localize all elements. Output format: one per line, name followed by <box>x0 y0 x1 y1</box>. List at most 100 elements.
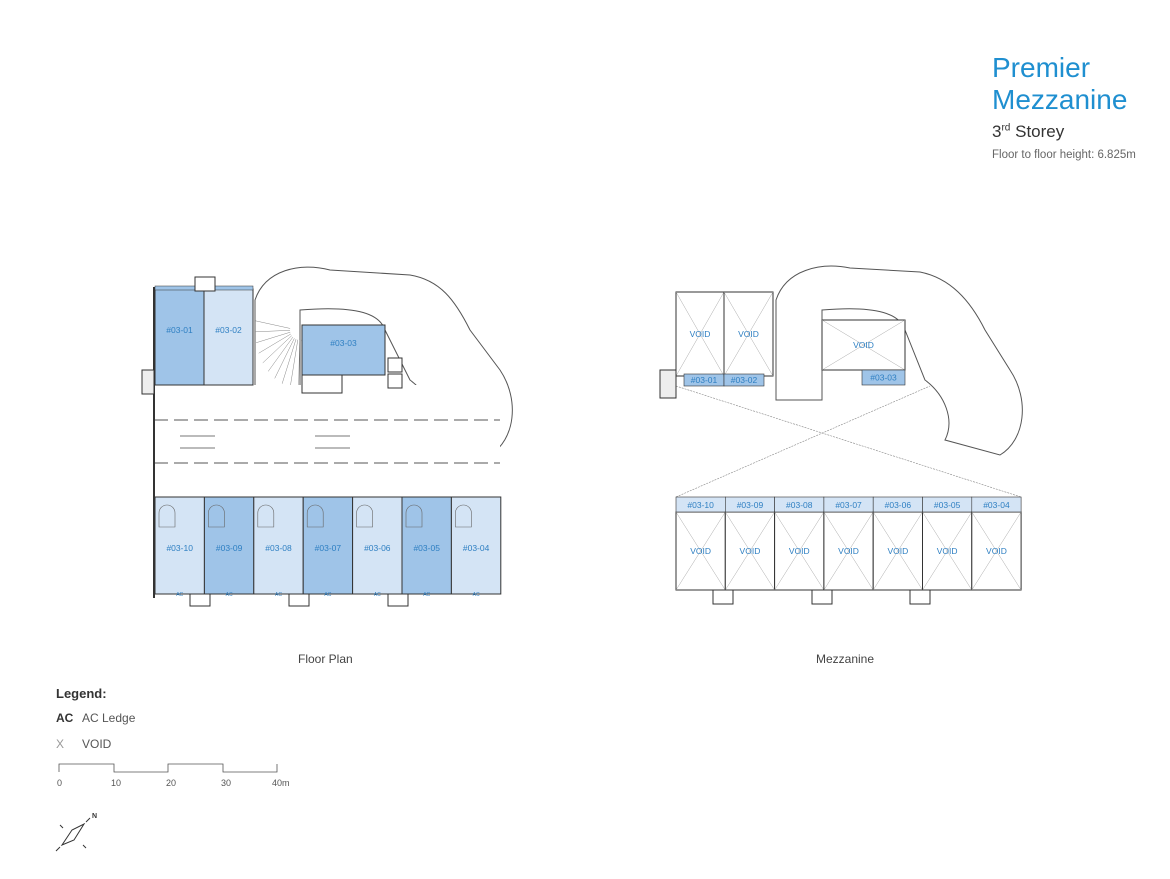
ac-ledge-mark: AC <box>275 592 282 598</box>
legend-title: Legend: <box>56 686 107 701</box>
void-text: VOID <box>82 737 112 751</box>
storey-label: 3rd Storey <box>992 122 1064 142</box>
north-arrow-icon <box>55 817 91 852</box>
ac-ledge-mark: AC <box>176 592 183 598</box>
stair-core <box>189 593 211 607</box>
floor-height: Floor to floor height: 6.825m <box>992 149 1136 161</box>
stair-icon <box>356 504 373 528</box>
lift-lobby <box>301 374 343 394</box>
stair-core <box>194 276 216 292</box>
void-label: VOID <box>887 546 908 556</box>
stair-core <box>387 593 409 607</box>
mezz-unit-03-02[interactable]: VOID#03-02 <box>723 291 774 387</box>
unit-label: #03-10 <box>166 543 193 553</box>
void-label: VOID <box>690 329 711 339</box>
unit-label: #03-05 <box>413 543 440 553</box>
stair-icon <box>455 504 472 528</box>
unit-label: #03-09 <box>737 500 764 510</box>
north-label: N <box>92 813 97 820</box>
mezz-unit-03-01[interactable]: VOID #03-01 <box>675 291 725 387</box>
ramp-line <box>256 331 291 344</box>
unit-label: #03-04 <box>463 543 490 553</box>
storey-number: 3 <box>992 122 1002 141</box>
unit-label: #03-10 <box>687 500 714 510</box>
unit-label: #03-05 <box>934 500 961 510</box>
ac-ledge-mark: AC <box>374 592 381 598</box>
ramp-line <box>267 336 294 372</box>
lift <box>387 373 403 389</box>
stair-core <box>288 593 310 607</box>
unit-03-01[interactable]: #03-01 <box>154 288 205 386</box>
void-label: VOID <box>937 546 958 556</box>
stair-icon <box>306 504 324 528</box>
legend-ac: AC AC Ledge <box>56 711 135 725</box>
unit-label: #03-08 <box>786 500 813 510</box>
unit-03-02[interactable]: #03-02 <box>203 288 254 386</box>
ramp-line <box>274 338 295 379</box>
stair-icon <box>208 504 225 528</box>
stair-icon <box>158 504 176 528</box>
unit-label: #03-02 <box>215 325 242 335</box>
void-label: VOID <box>838 546 859 556</box>
ramp-mezzanine <box>775 265 1023 456</box>
unit-label: #03-07 <box>835 500 862 510</box>
ac-text: AC Ledge <box>82 711 136 725</box>
unit-label: #03-01 <box>691 375 718 385</box>
void-label: VOID <box>853 340 874 350</box>
scale-bar <box>58 763 278 773</box>
stair-core-left <box>141 369 155 395</box>
mezz-unit-03-10[interactable]: VOID #03-10 <box>675 496 726 591</box>
mezzanine-caption: Mezzanine <box>816 652 875 666</box>
mezzanine-floor <box>861 369 906 386</box>
stair-core <box>712 589 734 605</box>
ramp-line <box>298 339 300 389</box>
scale-tick-label: 40m <box>272 778 290 788</box>
scale-tick-label: 20 <box>166 778 176 788</box>
unit-label: #03-06 <box>364 543 391 553</box>
unit-label: #03-03 <box>330 338 357 348</box>
stair-core <box>909 589 931 605</box>
unit-03-03[interactable]: #03-03 <box>301 324 386 376</box>
mezz-unit-03-08[interactable]: VOID #03-08 <box>774 496 825 591</box>
title-line-2: Mezzanine <box>992 84 1128 115</box>
unit-label: #03-06 <box>885 500 912 510</box>
void-label: VOID <box>789 546 810 556</box>
ac-ledge-mark: AC <box>473 592 480 598</box>
ac-symbol: AC <box>56 711 74 725</box>
void-label: VOID <box>986 546 1007 556</box>
title-line-1: Premier <box>992 52 1091 83</box>
mezzanine-floor <box>971 496 1022 513</box>
floor-plan: #03-01#03-02#03-03#03-10AC#03-09AC#03-08… <box>141 266 513 607</box>
mezz-unit-03-06[interactable]: VOID #03-06 <box>872 496 924 591</box>
mezz-unit-03-04[interactable]: VOID #03-04 <box>971 496 1022 591</box>
floor-plan-caption: Floor Plan <box>298 652 353 666</box>
mezz-unit-03-07[interactable]: VOID #03-07 <box>823 496 874 591</box>
mezz-unit-03-09[interactable]: VOID#03-09 <box>724 496 776 591</box>
mezz-unit-03-05[interactable]: VOID #03-05 <box>922 496 973 591</box>
stair-icon <box>405 504 423 528</box>
ramp-line <box>255 330 291 333</box>
page-title: Premier Mezzanine <box>992 52 1127 116</box>
unit-label: #03-04 <box>983 500 1010 510</box>
stair-icon <box>257 504 275 528</box>
scale-tick-label: 0 <box>57 778 62 788</box>
ac-ledge-mark: AC <box>423 592 430 598</box>
mezzanine-floor <box>723 373 765 387</box>
void-label: VOID <box>690 546 711 556</box>
mezz-unit-03-03[interactable]: VOID#03-03 <box>821 319 906 386</box>
ac-ledge-mark: AC <box>226 592 233 598</box>
void-label: VOID <box>738 329 759 339</box>
ramp-line <box>258 333 291 354</box>
ramp-line <box>289 339 299 388</box>
ac-ledge-mark: AC <box>324 592 331 598</box>
ramp-line <box>262 335 292 364</box>
